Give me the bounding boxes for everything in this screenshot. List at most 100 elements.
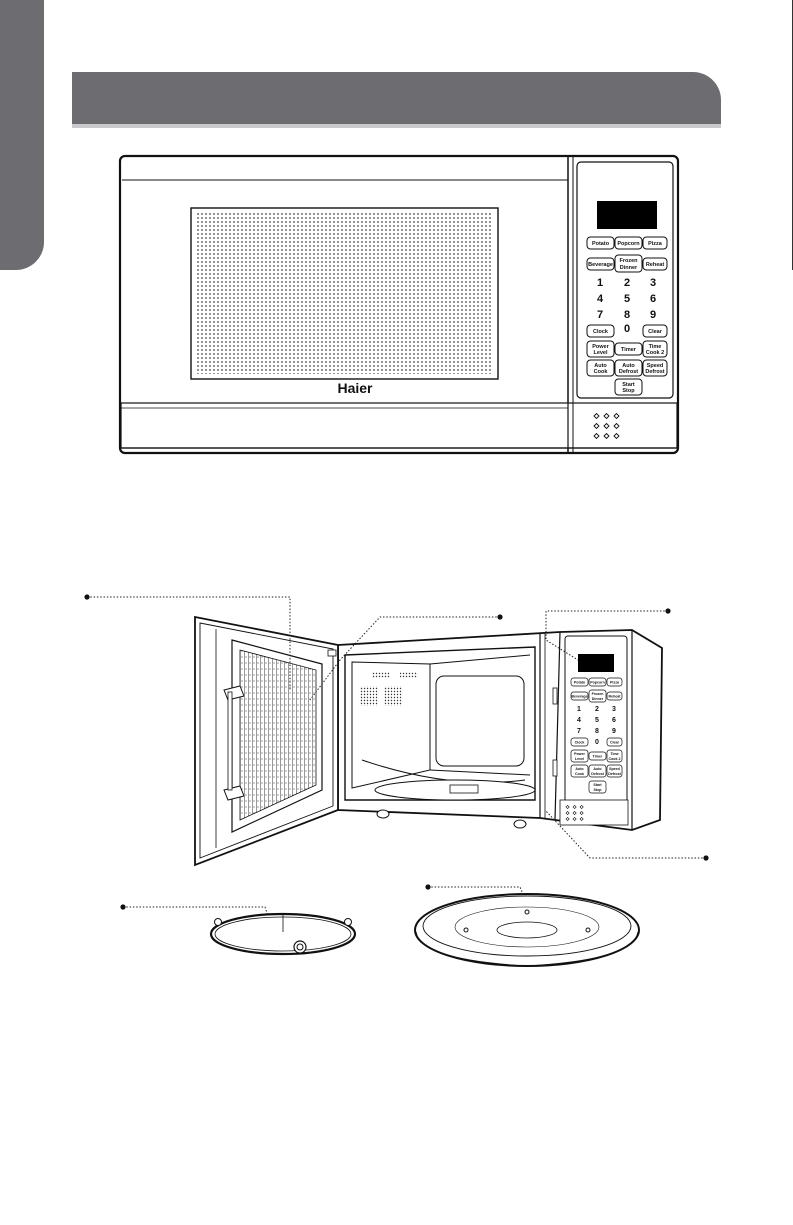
svg-text:Timer: Timer (621, 347, 637, 353)
potato-button[interactable]: Potato (586, 236, 615, 250)
svg-text:Popcorn: Popcorn (617, 241, 640, 247)
section-header-bar (72, 72, 721, 128)
open-key-8[interactable]: 8 (595, 728, 599, 735)
svg-text:Clear: Clear (648, 329, 663, 335)
svg-text:Defrost: Defrost (645, 369, 664, 375)
key-8[interactable]: 8 (624, 309, 630, 321)
key-5[interactable]: 5 (624, 293, 630, 305)
svg-text:Cook: Cook (594, 369, 609, 375)
open-beverage-button[interactable]: Beverage (570, 691, 589, 701)
svg-text:Start: Start (593, 783, 602, 787)
front-vent-diamonds (593, 412, 620, 440)
svg-text:Popcorn: Popcorn (590, 681, 605, 685)
open-vent-diamonds (565, 804, 584, 822)
glass-turntable-tray (414, 893, 640, 967)
frozen-dinner-button[interactable]: Frozen Dinner (614, 254, 643, 273)
svg-text:Cook 2: Cook 2 (609, 757, 621, 761)
key-1[interactable]: 1 (597, 277, 603, 289)
open-clock-button[interactable]: Clock (570, 737, 589, 747)
key-2[interactable]: 2 (624, 277, 630, 289)
clock-button[interactable]: Clock (586, 324, 615, 338)
svg-text:Auto: Auto (594, 363, 607, 369)
svg-text:Reheat: Reheat (646, 262, 665, 268)
callout-dots (84, 594, 709, 910)
open-reheat-button[interactable]: Reheat (606, 691, 623, 701)
svg-text:Start: Start (622, 382, 635, 388)
open-microwave: Potato Popcorn Pizza Beverage FrozenDinn… (194, 615, 663, 867)
beverage-button[interactable]: Beverage (586, 257, 615, 271)
svg-text:Speed: Speed (647, 363, 664, 369)
key-4[interactable]: 4 (597, 293, 604, 305)
svg-text:Pizza: Pizza (648, 241, 663, 247)
open-timer-button[interactable]: Timer (588, 751, 607, 761)
svg-text:Potato: Potato (574, 681, 586, 685)
svg-text:Time: Time (610, 752, 618, 756)
timer-button[interactable]: Timer (614, 342, 643, 356)
svg-text:Timer: Timer (593, 755, 603, 759)
svg-text:Time: Time (649, 344, 662, 350)
clear-button[interactable]: Clear (642, 324, 668, 338)
open-clear-button[interactable]: Clear (606, 737, 623, 747)
reheat-button[interactable]: Reheat (642, 257, 668, 271)
svg-text:Reheat: Reheat (609, 695, 622, 699)
open-key-2[interactable]: 2 (595, 706, 599, 713)
svg-text:Stop: Stop (594, 788, 603, 792)
svg-text:Cook: Cook (575, 772, 584, 776)
svg-text:Clear: Clear (610, 741, 620, 745)
open-key-1[interactable]: 1 (577, 706, 581, 713)
open-key-9[interactable]: 9 (612, 728, 616, 735)
open-potato-button[interactable]: Potato (570, 677, 589, 687)
svg-text:Beverage: Beverage (588, 262, 613, 268)
svg-text:Auto: Auto (622, 363, 635, 369)
open-key-5[interactable]: 5 (595, 717, 599, 724)
auto-cook-button[interactable]: Auto Cook (586, 359, 615, 377)
svg-text:Dinner: Dinner (592, 697, 604, 701)
open-pizza-button[interactable]: Pizza (606, 677, 623, 687)
open-display-screen (578, 654, 614, 672)
pizza-button[interactable]: Pizza (642, 236, 668, 250)
open-key-4[interactable]: 4 (577, 717, 581, 724)
svg-text:Beverage: Beverage (571, 695, 587, 699)
auto-defrost-button[interactable]: Auto Defrost (614, 359, 643, 377)
time-cook-button[interactable]: Time Cook 2 (642, 340, 668, 358)
open-key-6[interactable]: 6 (612, 717, 616, 724)
open-key-0[interactable]: 0 (595, 739, 599, 746)
open-key-7[interactable]: 7 (577, 728, 581, 735)
roller-ring (209, 912, 357, 956)
speed-defrost-button[interactable]: Speed Defrost (642, 359, 668, 377)
power-level-button[interactable]: Power Level (586, 340, 615, 358)
section-side-tab (0, 0, 44, 270)
svg-text:Auto: Auto (593, 767, 602, 771)
key-9[interactable]: 9 (650, 309, 656, 321)
popcorn-button[interactable]: Popcorn (614, 236, 643, 250)
svg-text:Defrost: Defrost (619, 369, 638, 375)
svg-text:Cook 2: Cook 2 (646, 350, 664, 356)
svg-text:Level: Level (593, 350, 608, 356)
brand-logo: Haier (337, 380, 373, 396)
svg-text:Clock: Clock (593, 329, 609, 335)
display-screen (597, 201, 657, 229)
start-stop-button[interactable]: Start Stop (614, 378, 643, 396)
svg-text:Auto: Auto (575, 767, 584, 771)
key-6[interactable]: 6 (650, 293, 656, 305)
svg-text:Level: Level (575, 757, 584, 761)
open-popcorn-button[interactable]: Popcorn (588, 677, 607, 687)
svg-text:Stop: Stop (622, 388, 635, 394)
front-window (190, 207, 499, 380)
svg-text:Power: Power (592, 344, 609, 350)
key-7[interactable]: 7 (597, 309, 603, 321)
key-0[interactable]: 0 (624, 323, 630, 335)
open-door (194, 615, 339, 867)
svg-text:Defrost: Defrost (591, 772, 604, 776)
open-key-3[interactable]: 3 (612, 706, 616, 713)
key-3[interactable]: 3 (650, 277, 656, 289)
svg-text:Frozen: Frozen (619, 258, 638, 264)
